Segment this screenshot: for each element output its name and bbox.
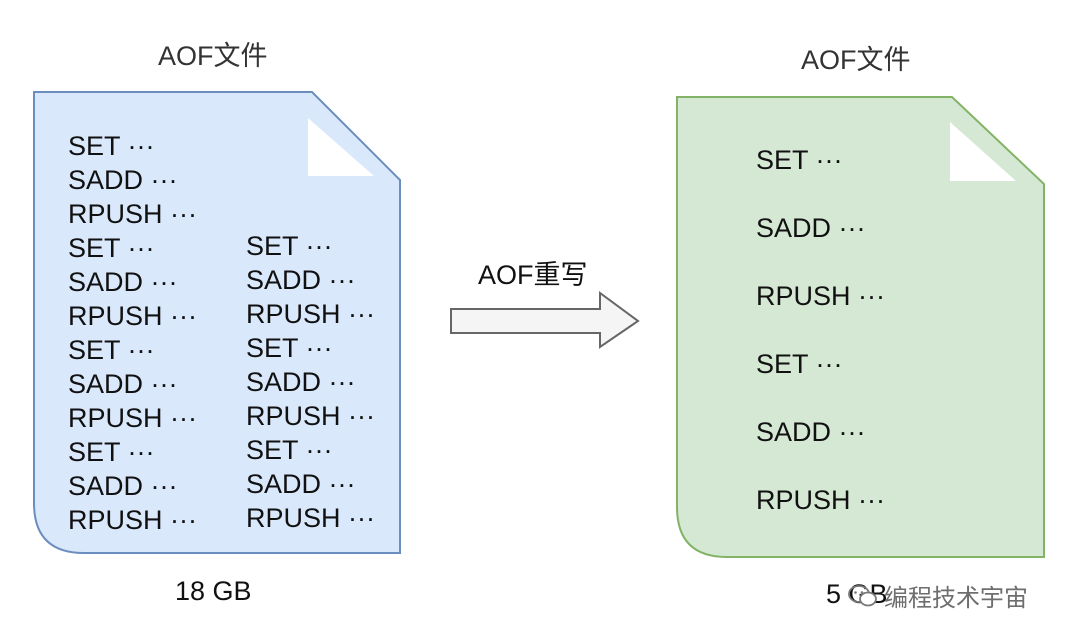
left-command: SET ···: [68, 335, 155, 365]
left-command: RPUSH ···: [68, 301, 197, 331]
right-file-size: 5 GB: [826, 579, 888, 609]
rewrite-arrow: [450, 291, 640, 349]
right-command: RPUSH ···: [756, 281, 885, 311]
left-command: RPUSH ···: [68, 505, 197, 535]
arrow-label: AOF重写: [478, 260, 588, 290]
left-command: SADD ···: [68, 267, 178, 297]
left-file-size: 18 GB: [175, 576, 252, 606]
left-command: SADD ···: [246, 469, 356, 499]
left-command: SET ···: [68, 131, 155, 161]
left-command: SET ···: [68, 233, 155, 263]
left-command: SADD ···: [246, 367, 356, 397]
right-command: SADD ···: [756, 213, 866, 243]
wechat-icon: [848, 584, 877, 606]
left-file-title: AOF文件: [158, 41, 268, 71]
left-command: RPUSH ···: [68, 403, 197, 433]
left-command: RPUSH ···: [246, 299, 375, 329]
right-command: SET ···: [756, 349, 843, 379]
watermark-text: 编程技术宇宙: [884, 585, 1028, 612]
left-command: RPUSH ···: [246, 503, 375, 533]
left-file-fold: [308, 118, 374, 176]
watermark: 编程技术宇宙: [848, 578, 1028, 613]
right-command: RPUSH ···: [756, 485, 885, 515]
left-command: RPUSH ···: [68, 199, 197, 229]
left-command: SET ···: [246, 435, 333, 465]
left-command: SADD ···: [68, 471, 178, 501]
left-command: SET ···: [68, 437, 155, 467]
left-command: SADD ···: [68, 369, 178, 399]
right-file-fold: [950, 122, 1016, 181]
left-file-shape: [33, 91, 401, 554]
left-command: RPUSH ···: [246, 401, 375, 431]
left-command: SADD ···: [246, 265, 356, 295]
right-command: SADD ···: [756, 417, 866, 447]
left-command: SET ···: [246, 231, 333, 261]
left-command: SET ···: [246, 333, 333, 363]
left-command: SADD ···: [68, 165, 178, 195]
right-file-title: AOF文件: [801, 45, 911, 75]
right-command: SET ···: [756, 145, 843, 175]
right-file-shape: [676, 96, 1045, 558]
